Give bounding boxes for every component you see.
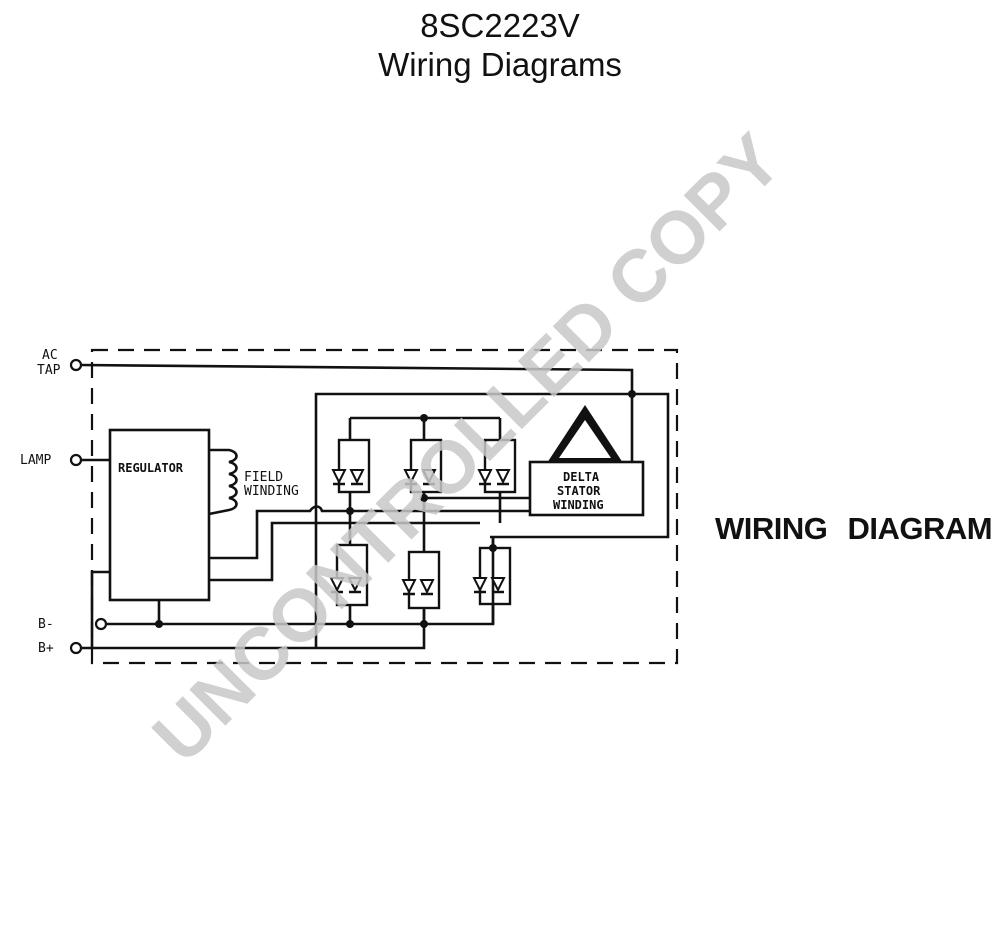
lamp-terminal[interactable] [69,453,83,467]
upper-diode-group-1 [331,418,371,515]
delta-stator-box [528,460,645,517]
b-plus-regulator-lead [90,570,110,648]
b-minus-terminal[interactable] [94,617,108,631]
field-winding-coil [208,448,238,516]
winding-label: WINDING [244,484,299,499]
title-block: 8SC2223V Wiring Diagrams [0,6,1000,84]
b-plus-label: B+ [38,641,54,656]
b-plus-terminal[interactable] [69,641,83,655]
regulator-label: REGULATOR [118,461,184,475]
positive-rail [314,392,670,648]
b-minus-label: B- [38,617,54,632]
page-subtitle: Wiring Diagrams [378,46,622,83]
upper-diode-group-2 [403,414,443,511]
part-number: 8SC2223V [420,7,580,44]
regulator-wire-lower [209,521,480,582]
b-plus-wire [81,610,426,650]
stator-label: STATOR [557,484,601,498]
wiring-diagram-label: WIRING DIAGRAM [715,511,993,546]
lower-diode-group-1 [329,511,369,628]
tap-label: TAP [37,363,61,378]
delta-winding-label: WINDING [553,498,604,512]
lamp-label: LAMP [20,453,51,468]
ac-tap-wire [80,363,634,394]
delta-triangle-symbol [547,405,623,463]
ac-label: AC [42,348,58,363]
upper-diode-group-3 [477,418,517,523]
ac-tap-terminal[interactable] [69,358,83,372]
delta-label: DELTA [563,470,600,484]
field-label: FIELD [244,470,283,485]
regulator-box [108,428,211,602]
lower-diode-group-3 [472,536,512,624]
lower-diode-group-2 [401,498,441,628]
housing-outline [90,348,679,665]
